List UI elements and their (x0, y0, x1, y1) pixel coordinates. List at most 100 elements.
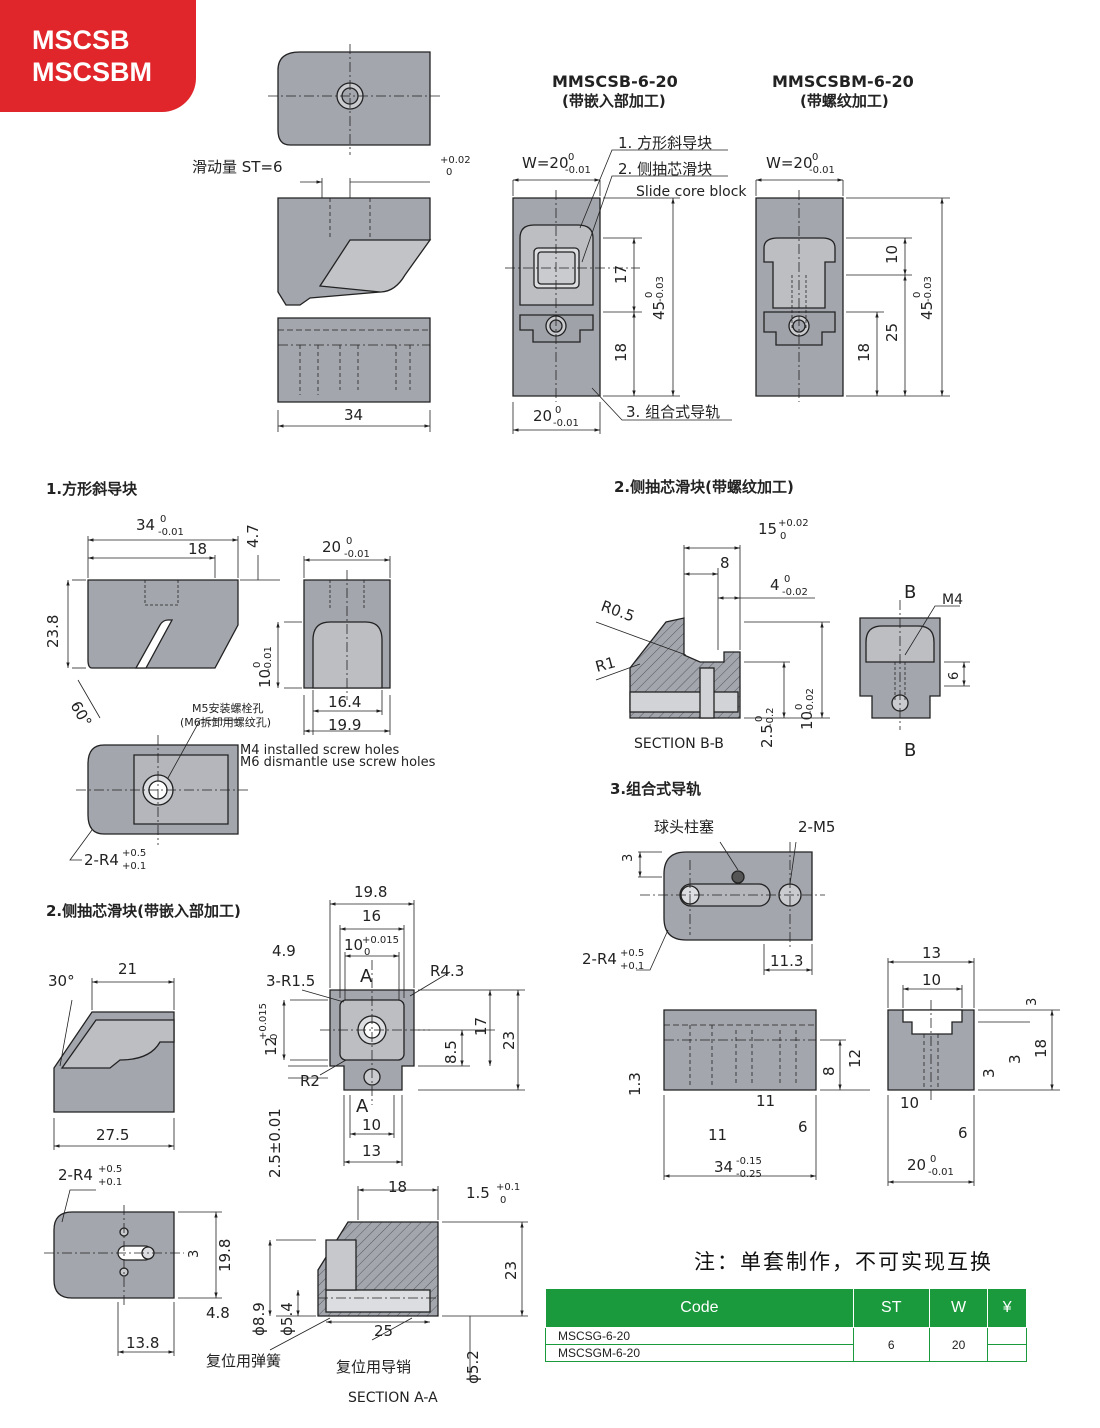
sec2-s52: ϕ5.2 (464, 1350, 482, 1384)
sec3-d6: 6 (798, 1118, 808, 1136)
sec1-d199: 19.9 (328, 716, 361, 734)
sec2-plan-view (53, 1211, 175, 1299)
sec1-d10: 10 (256, 669, 274, 688)
sec2-f12-tol2: 0 (269, 1034, 280, 1040)
note-text: 注：单套制作，不可实现互换 (694, 1250, 993, 1274)
sec1-r4-tol: +0.5 (122, 848, 146, 859)
sec2-f12-tol: +0.015 (258, 1003, 269, 1040)
sec2m-section: SECTION B-B (634, 736, 724, 752)
sec2-fa2: A (356, 1096, 369, 1117)
dim-45b: 45 (918, 301, 936, 320)
sec2-pin: 复位用导销 (336, 1358, 411, 1376)
sec3-d13b: 1.3 (626, 1072, 644, 1096)
badge-line-2: MSCSBM (32, 57, 152, 87)
sec2-f16: 16 (362, 907, 381, 925)
callout-2: 2. 侧抽芯滑块 (618, 160, 712, 178)
sec2-f10-tol: +0.015 (362, 935, 399, 946)
sec3-title: 3.组合式导轨 (610, 780, 701, 798)
sec2-s54: ϕ5.4 (278, 1302, 296, 1336)
dim-45-tol: 0 (644, 292, 655, 298)
sec2m-d15-tol2: 0 (780, 531, 786, 542)
sec1-m5cn: M5安装螺栓孔 (192, 701, 264, 715)
sec2-s25: 25 (374, 1322, 393, 1340)
table-cell-price (987, 1344, 1027, 1362)
sec3-ball: 球头柱塞 (654, 818, 714, 836)
sec2m-d4-tol: 0 (784, 574, 790, 585)
sec2-d138: 13.8 (126, 1334, 159, 1352)
sec3-d8: 8 (820, 1066, 838, 1076)
sec1-d20-tol2: -0.01 (344, 549, 370, 560)
sec1-title: 1.方形斜导块 (46, 480, 138, 498)
sec2m-b-top: B (904, 582, 916, 603)
table-header-w: W (928, 1288, 989, 1328)
sec2-d21: 21 (118, 960, 137, 978)
sec1-d34-tol: 0 (160, 514, 166, 525)
dim-45b-tol: 0 (912, 292, 923, 298)
st-tol: +0.02 (440, 155, 471, 166)
top-title-bm-cn: (带螺纹加工) (800, 92, 889, 110)
callout-1: 1. 方形斜导块 (618, 134, 712, 152)
sec2-r4-tol: +0.5 (98, 1164, 122, 1175)
sec2m-d4-tol2: -0.02 (782, 587, 808, 598)
sec1-m6en: M6 dismantle use screw holes (240, 755, 436, 770)
sec2-f25: 2.5±0.01 (266, 1108, 284, 1178)
sec2-f10b: 10 (362, 1116, 381, 1134)
sec2-d198: 19.8 (216, 1239, 234, 1272)
sec2-f198: 19.8 (354, 883, 387, 901)
sec3-d6c: 6 (958, 1124, 968, 1142)
sec2-f12: 12 (262, 1037, 280, 1056)
sec2-f23: 23 (500, 1031, 518, 1050)
st-tol0: 0 (446, 167, 452, 178)
sec2-f13: 13 (362, 1142, 381, 1160)
sec2-fr43: R4.3 (430, 962, 464, 980)
dim-18: 18 (612, 343, 630, 362)
w-b-tol2: -0.01 (565, 165, 591, 176)
table-header-row: Code ST W ¥ (545, 1288, 1027, 1328)
sec1-d238: 23.8 (44, 615, 62, 648)
sec2-fr2: R2 (300, 1072, 320, 1090)
sec1-d20-tol: 0 (346, 536, 352, 547)
table-cell-w: 20 (928, 1327, 989, 1362)
sec2m-d25: 2.5 (758, 724, 776, 748)
sec2-d275: 27.5 (96, 1126, 129, 1144)
sec2m-title: 2.侧抽芯滑块(带螺纹加工) (614, 478, 794, 496)
sec3-d11b: 11 (708, 1126, 727, 1144)
sec3-d20-tol2: -0.01 (928, 1167, 954, 1178)
table-cell-st: 6 (852, 1327, 930, 1362)
sec2-s15-tol2: 0 (500, 1195, 506, 1206)
callout-2-en: Slide core block (636, 184, 747, 200)
spec-table: Code ST W ¥ MSCSG-6-20 6 20 MSCSGM-6-20 (545, 1288, 1027, 1362)
sec3-d10b: 10 (900, 1094, 919, 1112)
sec2-f17: 17 (472, 1017, 490, 1036)
sec3-d13: 13 (922, 944, 941, 962)
sec3-d3b: 3 (1025, 998, 1040, 1006)
sec1-m4en: M4 installed screw holes (240, 743, 399, 758)
dim-45-tol2: -0.03 (655, 276, 666, 302)
table-cell-price (987, 1327, 1027, 1345)
dim-20b-tol2: -0.01 (553, 418, 579, 429)
sec2m-m4: M4 (942, 592, 963, 608)
sec2-f85: 8.5 (442, 1040, 460, 1064)
top-title-bm: MMSCSBM-6-20 (772, 72, 914, 91)
sec2-d30: 30° (48, 972, 75, 990)
sec2m-d15-tol: +0.02 (778, 518, 809, 529)
sec3-d20-tol: 0 (930, 1154, 936, 1165)
sec2m-d25-tol2: -0.2 (765, 707, 776, 727)
sec2-f10: 10 (344, 936, 363, 954)
sec2-s18: 18 (388, 1178, 407, 1196)
sec2m-b-bottom: B (904, 740, 916, 761)
sec3-d18: 18 (1032, 1039, 1050, 1058)
sec1-d34: 34 (136, 516, 155, 534)
sec1-d18: 18 (188, 540, 207, 558)
top-title-b: MMSCSB-6-20 (552, 72, 678, 91)
sec3-d3d: 3 (1006, 1054, 1024, 1064)
dim-25: 25 (883, 323, 901, 342)
sec2-section: SECTION A-A (348, 1390, 438, 1406)
sec3-side-view (663, 1009, 817, 1091)
table-header-code: Code (545, 1288, 854, 1328)
series-badge: MSCSB MSCSBM (0, 0, 196, 112)
sec3-d3: 3 (621, 854, 636, 862)
table-row: MSCSG-6-20 6 20 (545, 1327, 1027, 1362)
sec1-d47: 4.7 (244, 524, 262, 548)
